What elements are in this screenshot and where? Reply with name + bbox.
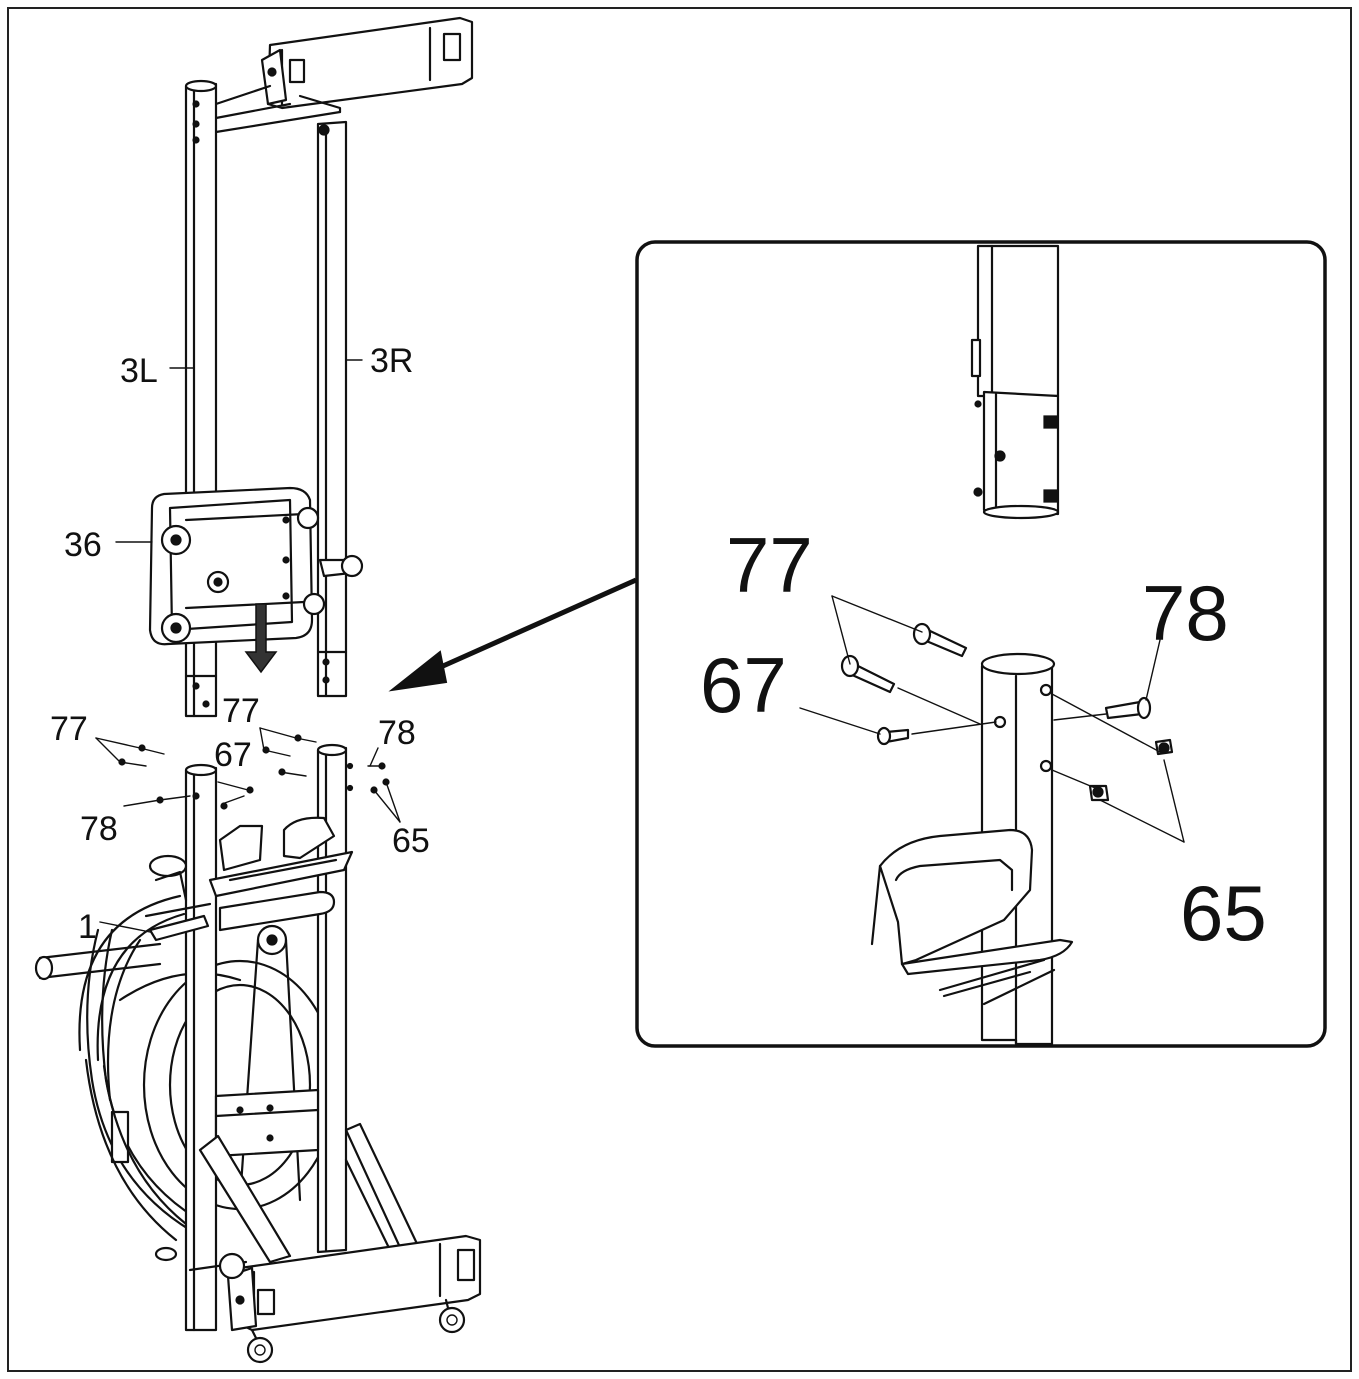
leader-lines-main <box>95 359 401 933</box>
leader-lines-detail <box>799 595 1185 843</box>
label-65: 65 <box>392 822 430 860</box>
label-77-left: 77 <box>50 710 88 748</box>
upper-rail-assembly <box>148 16 474 718</box>
detail-bolts <box>840 622 1174 802</box>
label-77-mid: 77 <box>222 692 260 730</box>
label-78-right: 78 <box>378 714 416 752</box>
page-border <box>7 7 1352 1372</box>
down-arrow-icon <box>244 603 278 674</box>
detail-label-77: 77 <box>726 521 813 609</box>
seat-carriage-36 <box>148 486 314 646</box>
callout-arrow <box>388 577 638 692</box>
label-78-left: 78 <box>80 810 118 848</box>
main-labels: 3L 3R 36 77 77 67 78 78 65 1 <box>50 342 430 946</box>
lower-frame-assembly <box>34 734 482 1364</box>
detail-frame <box>635 240 1327 1048</box>
label-36: 36 <box>64 526 102 564</box>
label-1: 1 <box>78 908 97 946</box>
label-3l: 3L <box>120 352 158 390</box>
detail-label-67: 67 <box>700 641 787 729</box>
top-bracket <box>266 16 474 110</box>
detail-label-65: 65 <box>1180 869 1267 957</box>
label-3r: 3R <box>370 342 413 380</box>
label-67: 67 <box>214 736 252 774</box>
detail-label-78: 78 <box>1142 569 1229 657</box>
upright-left <box>184 766 218 1332</box>
detail-inset: 77 78 67 65 <box>635 240 1327 1048</box>
